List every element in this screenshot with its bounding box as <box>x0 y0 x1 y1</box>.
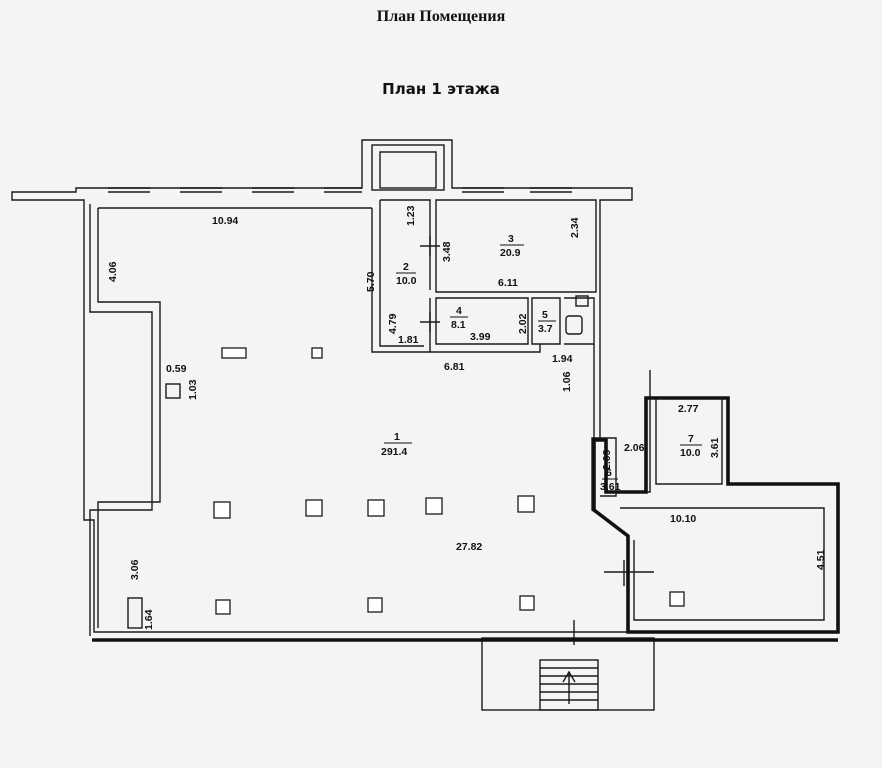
room-2-top <box>380 199 431 290</box>
dim-2-02: 2.02 <box>517 313 529 334</box>
column <box>517 495 535 513</box>
room-4-walls <box>435 297 529 345</box>
dim-3-48: 3.48 <box>441 241 453 262</box>
dim-4-51: 4.51 <box>815 549 827 570</box>
room-1-number: 1 <box>394 431 400 443</box>
dim-5-70: 5.70 <box>365 271 377 292</box>
dim-10-94: 10.94 <box>212 215 238 227</box>
dim-27-82: 27.82 <box>456 541 482 553</box>
wall-niche <box>165 383 181 399</box>
dim-6-11: 6.11 <box>498 277 518 289</box>
room-4-area: 8.1 <box>451 319 466 331</box>
dim-0-59: 0.59 <box>166 363 187 375</box>
dim-2-34: 2.34 <box>569 217 581 238</box>
heavy-outline-lower-right <box>592 396 840 634</box>
dim-1-23: 1.23 <box>405 205 417 226</box>
room-6-walls <box>600 437 617 497</box>
dim-2-06: 2.06 <box>624 442 645 454</box>
column <box>367 499 385 517</box>
room-3-area: 20.9 <box>500 247 521 259</box>
stair-box-inner <box>379 151 437 189</box>
fixture-sink <box>575 295 589 307</box>
room-2-mark <box>420 236 440 256</box>
room-2-number: 2 <box>403 261 409 273</box>
room-6-number: 6 <box>606 467 612 479</box>
room-2-area: 10.0 <box>396 275 417 287</box>
dim-4-06: 4.06 <box>107 261 119 282</box>
inner-wall-left <box>97 208 161 628</box>
room-7-number: 7 <box>688 433 694 445</box>
column <box>311 347 323 359</box>
room-5-area: 3.7 <box>538 323 553 335</box>
dim-2-77: 2.77 <box>678 403 699 415</box>
column <box>213 501 231 519</box>
page-title: План Помещения <box>376 8 506 25</box>
dim-1-94: 1.94 <box>552 353 573 365</box>
inner-wall-left-outer <box>89 204 153 636</box>
column <box>519 595 535 611</box>
dim-1-03: 1.03 <box>187 379 199 400</box>
room-4-mark <box>420 312 440 332</box>
column <box>215 599 231 615</box>
room-4-number: 4 <box>456 305 462 317</box>
room-5-number: 5 <box>542 309 548 321</box>
room-7-area: 10.0 <box>680 447 701 459</box>
stair-box <box>371 144 445 191</box>
column <box>305 499 323 517</box>
column <box>425 497 443 515</box>
column <box>367 597 383 613</box>
entry-arrow <box>562 670 576 704</box>
windows-top <box>108 187 572 193</box>
column <box>669 591 685 607</box>
dim-4-79: 4.79 <box>387 313 399 334</box>
entry-inner <box>539 659 599 711</box>
dim-2-09: 2.09 <box>601 449 613 470</box>
wall-niche-low <box>127 597 143 629</box>
dim-10-10: 10.10 <box>670 513 696 525</box>
room-3-number: 3 <box>508 233 514 245</box>
dim-6-81: 6.81 <box>444 361 465 373</box>
lower-right-inner <box>620 507 825 621</box>
dim-3-99: 3.99 <box>470 331 491 343</box>
dim-3-61: 3.61 <box>709 437 721 458</box>
dim-1-06: 1.06 <box>561 371 573 392</box>
floor-title: План 1 этажа <box>382 80 500 98</box>
dim-1-81: 1.81 <box>398 334 419 346</box>
dim-1-64: 1.64 <box>143 609 155 630</box>
room-5-extra <box>564 297 595 345</box>
room-6-area: 3.61 <box>600 481 621 493</box>
dim-3-06: 3.06 <box>129 559 141 580</box>
room-3-walls <box>435 199 597 293</box>
fixture-toilet <box>565 315 583 335</box>
room-5-walls <box>531 297 561 345</box>
corridor-wall <box>430 344 541 353</box>
room-2-walls-outer <box>379 200 424 347</box>
outer-wall <box>11 139 633 633</box>
room-1-area: 291.4 <box>381 446 407 458</box>
column <box>221 347 247 359</box>
